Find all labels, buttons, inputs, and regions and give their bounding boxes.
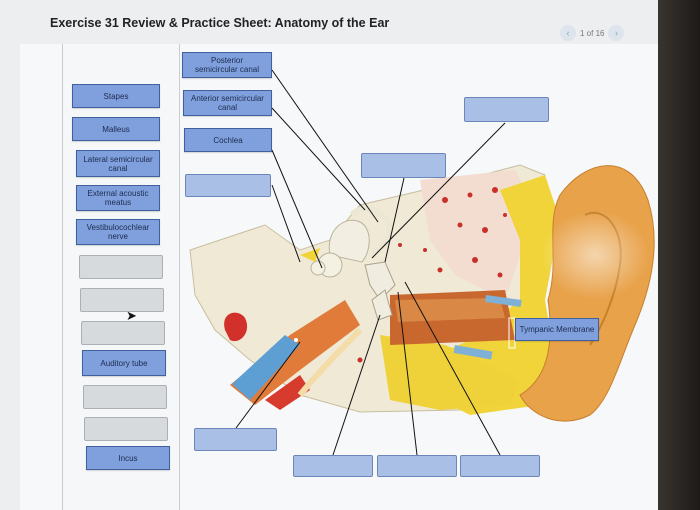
drop-target[interactable] <box>377 455 457 477</box>
placed-label-cochlea[interactable]: Cochlea <box>184 128 272 152</box>
page-title: Exercise 31 Review & Practice Sheet: Ana… <box>50 16 390 30</box>
bank-label-external-acoustic-meatus[interactable]: External acoustic meatus <box>76 185 160 211</box>
drop-target[interactable] <box>185 174 271 197</box>
bank-empty-slot[interactable] <box>83 385 167 409</box>
next-page-icon[interactable]: › <box>608 25 625 41</box>
bank-empty-slot[interactable] <box>84 417 168 441</box>
mouse-cursor-icon: ➤ <box>126 308 137 323</box>
bank-label-incus[interactable]: Incus <box>86 446 170 470</box>
previous-page-icon[interactable]: ‹ <box>560 25 576 41</box>
bank-label-auditory-tube[interactable]: Auditory tube <box>82 350 166 376</box>
bank-label-stapes[interactable]: Stapes <box>72 84 160 108</box>
bank-label-lateral-semicircular-canal[interactable]: Lateral semicircular canal <box>76 150 160 177</box>
monitor-bezel <box>658 0 700 510</box>
pager: ‹ 1 of 16 › <box>560 24 650 42</box>
placed-label-anterior-semicircular-canal[interactable]: Anterior semicircular canal <box>183 90 272 116</box>
bank-label-vestibulocochlear-nerve[interactable]: Vestibulocochlear nerve <box>76 219 160 245</box>
bank-empty-slot[interactable] <box>80 288 164 312</box>
placed-label-tympanic-membrane[interactable]: Tympanic Membrane <box>515 318 599 341</box>
bank-empty-slot[interactable] <box>79 255 163 279</box>
drop-target[interactable] <box>361 153 446 178</box>
page-indicator: 1 of 16 <box>580 28 605 38</box>
drop-target[interactable] <box>194 428 277 451</box>
placed-label-posterior-semicircular-canal[interactable]: Posterior semicircular canal <box>182 52 272 78</box>
bank-label-malleus[interactable]: Malleus <box>72 117 160 141</box>
drop-target[interactable] <box>460 455 540 477</box>
screen: Exercise 31 Review & Practice Sheet: Ana… <box>0 0 658 510</box>
drop-target[interactable] <box>293 455 373 477</box>
drop-target[interactable] <box>464 97 549 122</box>
bank-empty-slot[interactable] <box>81 321 165 345</box>
